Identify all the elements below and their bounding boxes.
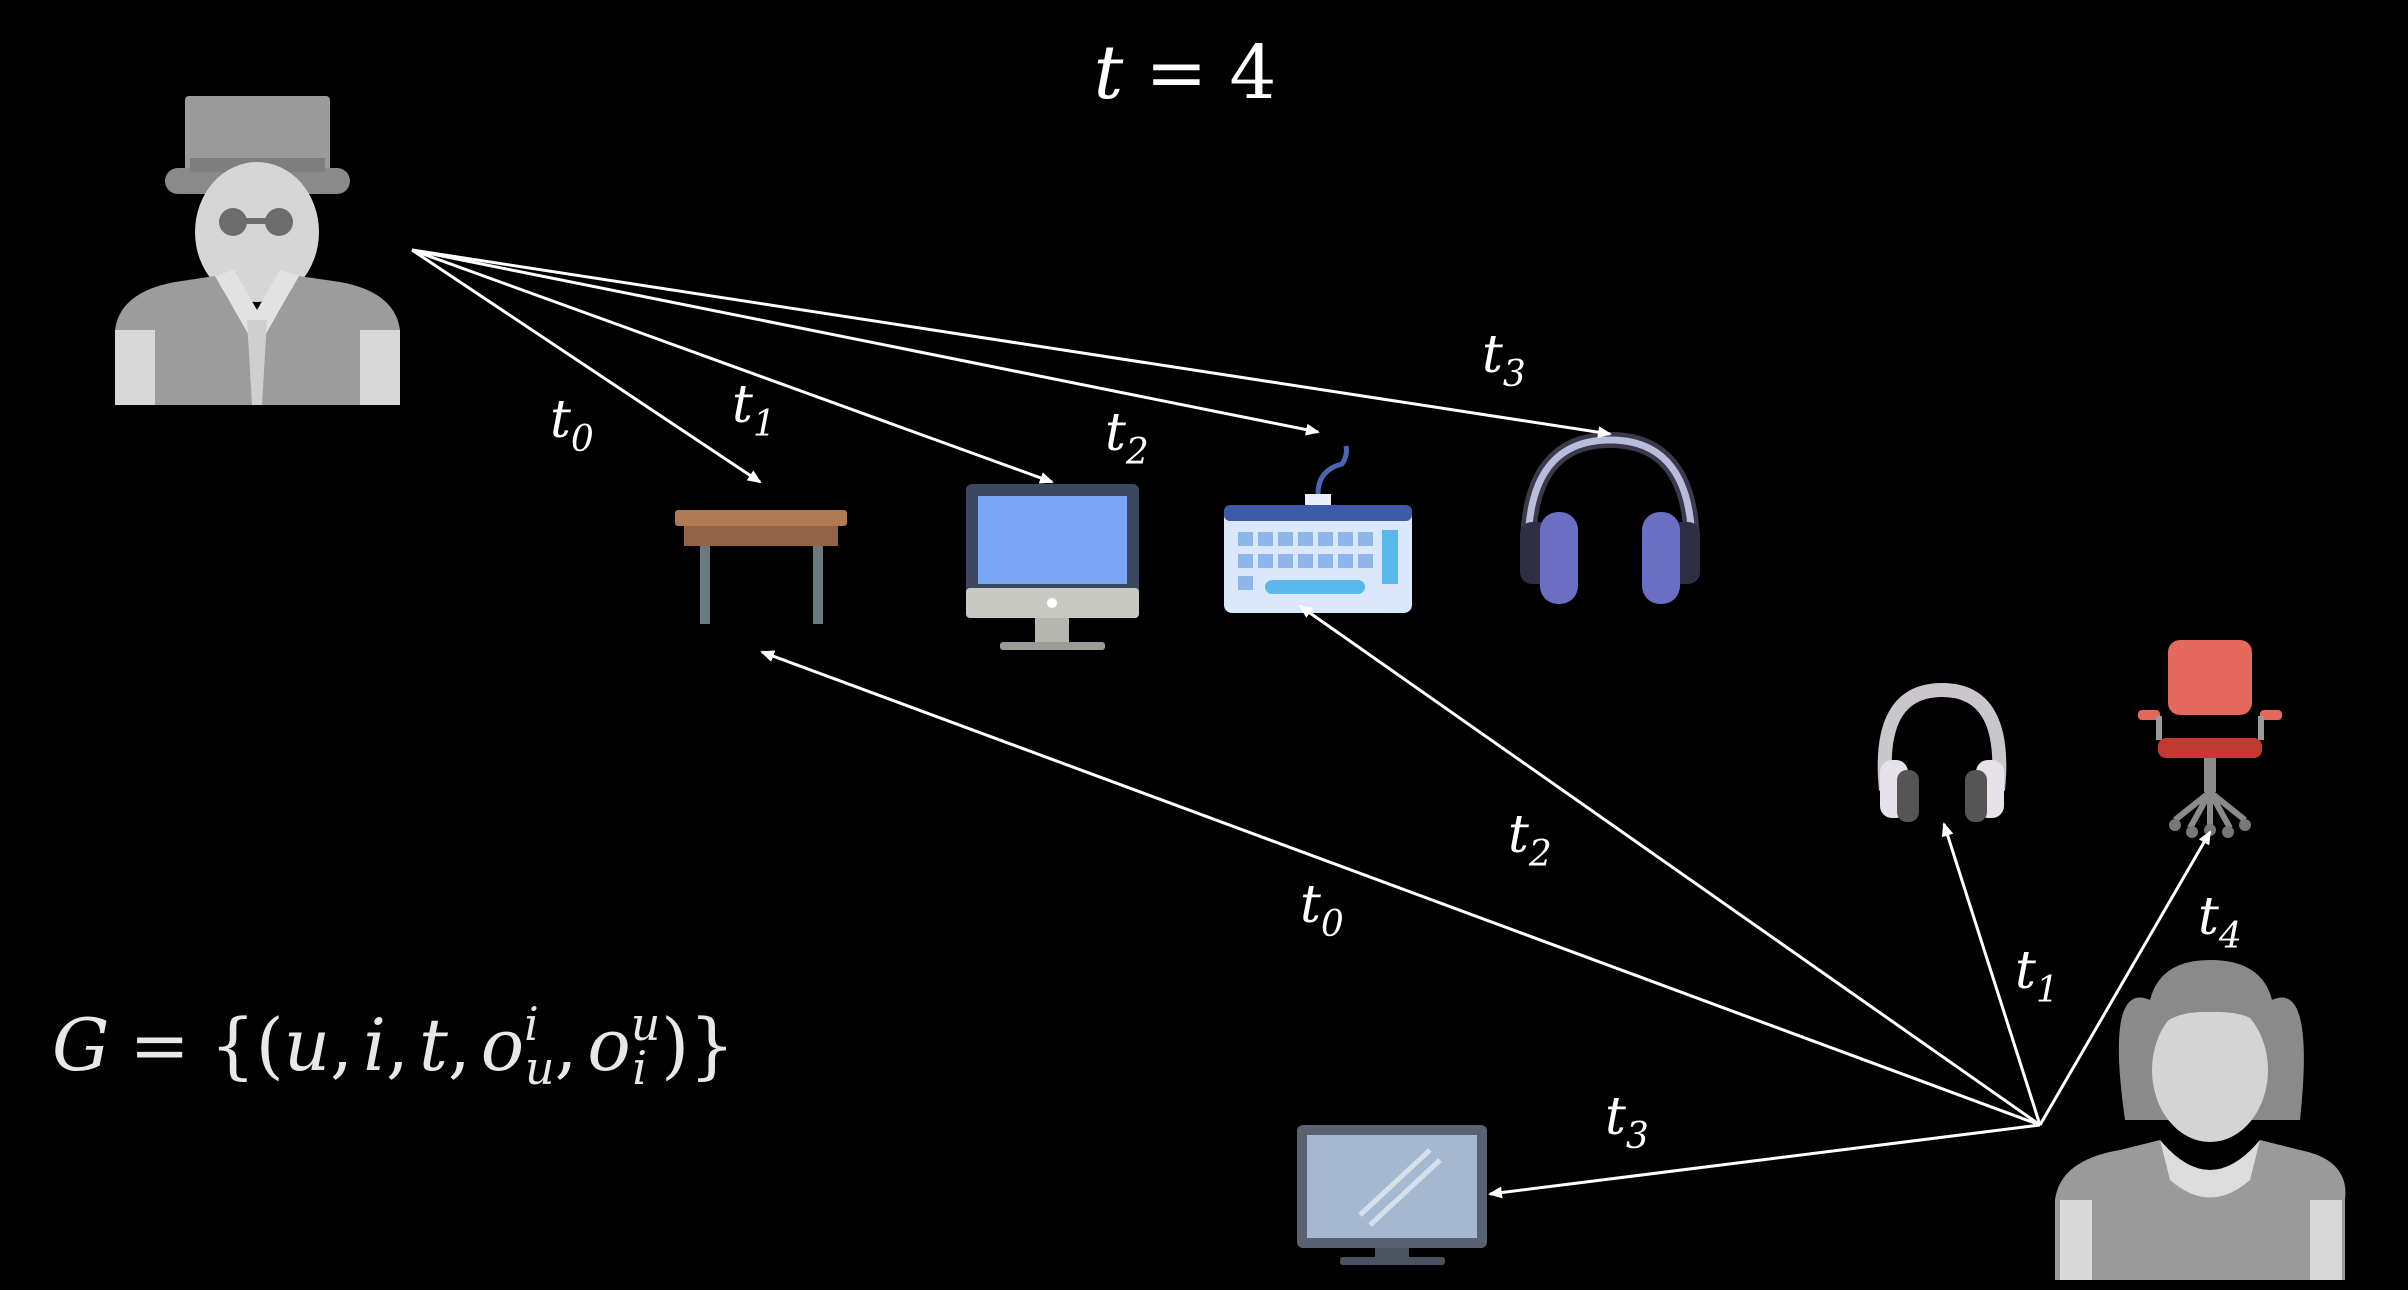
edge-user2-table bbox=[760, 650, 2041, 1127]
edge-label-user2-t0: t0 bbox=[1300, 875, 1344, 945]
edge-user2-monitor bbox=[1488, 1123, 2041, 1199]
edge-user2-headphones bbox=[1941, 822, 2042, 1126]
keyboard-key bbox=[1278, 554, 1293, 568]
edge-user1-table bbox=[411, 248, 762, 484]
monitor-icon bbox=[1297, 1125, 1487, 1265]
keyboard-key bbox=[1258, 554, 1273, 568]
keyboard-key bbox=[1258, 532, 1273, 546]
user1-edges bbox=[411, 248, 1612, 484]
edge-label-user2-t1: t1 bbox=[2015, 941, 2059, 1011]
keyboard-key bbox=[1278, 532, 1293, 546]
edge-label-user1-t2: t2 bbox=[1105, 403, 1149, 473]
table-icon bbox=[675, 510, 847, 624]
office-chair-icon bbox=[2138, 640, 2282, 838]
edge-label-user1-t3: t3 bbox=[1482, 325, 1526, 395]
edge-user1-monitor bbox=[411, 248, 1054, 484]
keyboard-key bbox=[1238, 554, 1253, 568]
edge-label-user2-t2: t2 bbox=[1508, 805, 1552, 875]
keyboard-key bbox=[1338, 554, 1353, 568]
timestep-title: t=4 bbox=[1094, 30, 1277, 116]
keyboard-key bbox=[1238, 532, 1253, 546]
edge-user1-keyboard bbox=[411, 248, 1320, 436]
keyboard-key bbox=[1358, 554, 1373, 568]
keyboard-key bbox=[1318, 554, 1333, 568]
keyboard-key bbox=[1338, 532, 1353, 546]
keyboard-key bbox=[1298, 554, 1313, 568]
user2-edges bbox=[760, 604, 2212, 1199]
edge-user2-chair bbox=[2038, 830, 2212, 1126]
keyboard-key bbox=[1318, 532, 1333, 546]
keyboard-keys bbox=[1238, 532, 1373, 590]
keyboard-key bbox=[1298, 532, 1313, 546]
edge-user1-headphones bbox=[411, 248, 1612, 439]
edge-label-user2-t4: t4 bbox=[2198, 887, 2242, 957]
headphones-icon bbox=[1520, 431, 1700, 604]
woman-user-icon bbox=[2055, 960, 2346, 1280]
gentleman-user-icon bbox=[115, 96, 400, 405]
keyboard-key bbox=[1358, 532, 1373, 546]
edge-user2-keyboard bbox=[1298, 604, 2041, 1127]
edge-label-user1-t1: t1 bbox=[732, 375, 776, 445]
edge-label-user2-t3: t3 bbox=[1605, 1087, 1649, 1157]
keyboard-key bbox=[1238, 576, 1253, 590]
edge-label-user1-t0: t0 bbox=[550, 390, 594, 460]
monitor-icon bbox=[966, 484, 1139, 650]
headphones-icon bbox=[1877, 682, 2007, 822]
